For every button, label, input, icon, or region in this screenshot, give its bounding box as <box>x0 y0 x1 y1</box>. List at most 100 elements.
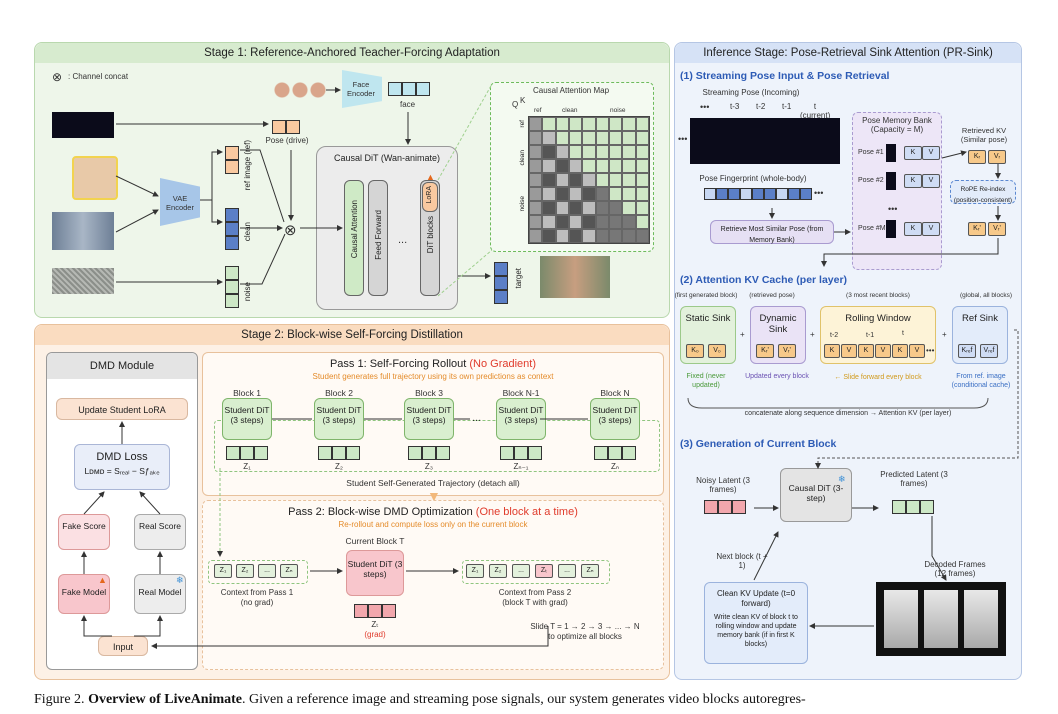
attention-cell <box>555 187 569 201</box>
pose-input-image <box>52 112 114 138</box>
real-model-snowflake-icon: ❄ <box>176 575 184 585</box>
z-token <box>436 446 450 460</box>
context1-label: Context from Pass 1 <box>220 588 294 597</box>
attention-cell <box>635 229 649 243</box>
noise-label: noise <box>243 282 252 302</box>
feed-forward-block <box>368 180 388 296</box>
rolling-t-label: t-1 <box>866 332 875 339</box>
pose-sequence-dots: ••• <box>678 134 688 144</box>
memory-bank-panel <box>852 112 942 270</box>
retrieve-label: Retrieve Most Similar Pose (from Memory … <box>720 226 824 244</box>
attention-cell <box>569 215 583 229</box>
attention-cell <box>529 229 543 243</box>
concat-icon: ⊗ <box>284 222 297 239</box>
attention-cell <box>542 117 556 131</box>
attention-cell <box>609 201 623 215</box>
t-label: t (current) <box>800 102 831 120</box>
streaming-pose-label: Streaming Pose (Incoming) <box>702 88 800 97</box>
pass1-dots: ... <box>472 412 482 424</box>
causal-dit-inference-box: Causal DiT (3-step) <box>780 468 852 522</box>
noisy-token <box>732 500 746 514</box>
rope-v-token: Vᵣ' <box>988 222 1006 236</box>
z-token <box>608 446 622 460</box>
memory-dots: ••• <box>888 204 898 214</box>
clean-token <box>225 222 239 236</box>
student-dit-box: Student DiT (3 steps) <box>314 398 364 440</box>
snowflake-icon: ❄ <box>838 474 846 484</box>
rolling-t-label: t-2 <box>830 332 839 339</box>
attention-map-grid <box>528 116 650 244</box>
context2-sub: (block T with grad) <box>502 598 568 607</box>
memory-bank-title: Pose Memory Bank (Capacity = M) <box>862 116 932 134</box>
rolling-kv-token: K <box>858 344 874 358</box>
attention-col-clean: clean <box>562 107 578 114</box>
pass1-title: Pass 1: Self-Forcing Rollout <box>329 358 467 370</box>
rolling-kv-token: K <box>824 344 840 358</box>
causal-dit-title: Causal DiT (Wan-animate) <box>333 153 441 163</box>
face-encoder-label: Face Encoder <box>347 80 375 98</box>
context-left-box <box>208 560 308 584</box>
ref-v-token: Vᵣₑf <box>980 344 998 358</box>
face-token <box>388 82 402 96</box>
face-token <box>402 82 416 96</box>
input-box: Input <box>98 636 148 656</box>
attention-cell <box>529 117 543 131</box>
decoded-frames-filmstrip <box>876 582 1006 656</box>
attention-cell <box>595 117 609 131</box>
noisy-token <box>718 500 732 514</box>
concat-legend: : Channel concat <box>68 72 129 81</box>
real-model-box: Real Model <box>134 574 186 614</box>
ref-k-token: Kᵣₑf <box>958 344 976 358</box>
student-dit-box: Student DiT (3 steps) <box>496 398 546 440</box>
grad-label: (grad) <box>364 630 386 639</box>
clean-label: clean <box>243 222 252 242</box>
attention-q-label: Q <box>512 100 519 109</box>
attention-cell <box>595 145 609 159</box>
attention-cell <box>582 201 596 215</box>
pass1-block-label: Block N-1 <box>502 388 540 398</box>
streaming-pose-image <box>690 118 840 164</box>
attention-cell <box>569 117 583 131</box>
noisy-latent-label: Noisy Latent (3 frames) <box>696 476 750 494</box>
context-right-token: Zₜ <box>535 564 553 578</box>
target-token <box>494 262 508 276</box>
plus-sign: + <box>740 330 745 339</box>
student-dit-box: Student DiT (3 steps) <box>590 398 640 440</box>
attention-cell <box>622 173 636 187</box>
fingerprint-token <box>740 188 752 200</box>
attention-row-clean: clean <box>519 150 526 166</box>
lora-badge <box>422 182 438 212</box>
attention-cell <box>542 131 556 145</box>
real-score-label: Real Score <box>138 521 182 531</box>
attention-cell <box>555 215 569 229</box>
attention-cell <box>595 201 609 215</box>
context-left-token: ... <box>258 564 276 578</box>
attention-cell <box>622 131 636 145</box>
rope-box: RoPE Re-index (position-consistent) <box>950 180 1016 204</box>
z-token <box>514 446 528 460</box>
pose-sequence-dots: ••• <box>700 102 710 112</box>
z-label: Zₙ₋₁ <box>513 462 529 471</box>
real-score-box: Real Score <box>134 514 186 550</box>
attention-cell <box>529 131 543 145</box>
memory-pose-label: Pose #2 <box>858 177 884 184</box>
attention-row-noise: noise <box>519 196 526 212</box>
dmd-loss-box: DMD Loss Lᴅᴍᴅ = Sᵣₑₐₗ − Sƒₐₖₑ <box>74 444 170 490</box>
attention-cell <box>635 131 649 145</box>
fingerprint-token <box>728 188 740 200</box>
z-token <box>528 446 542 460</box>
attention-cell <box>635 159 649 173</box>
predicted-token <box>892 500 906 514</box>
context1-sub: (no grad) <box>240 598 274 607</box>
student-dit-label: Student DiT (3 steps) <box>316 405 362 425</box>
attention-cell <box>609 117 623 131</box>
pass1-block-label: Block 2 <box>325 388 353 398</box>
memory-k-token: K <box>904 146 922 160</box>
student-dit-current: Student DiT (3 steps) <box>346 550 404 596</box>
clean-token <box>225 208 239 222</box>
context-right-token: ... <box>558 564 576 578</box>
video-frames-image <box>52 212 114 250</box>
rolling-kv-token: V <box>841 344 857 358</box>
rolling-kv-token: V <box>875 344 891 358</box>
context-right-token: Zₙ <box>581 564 599 578</box>
